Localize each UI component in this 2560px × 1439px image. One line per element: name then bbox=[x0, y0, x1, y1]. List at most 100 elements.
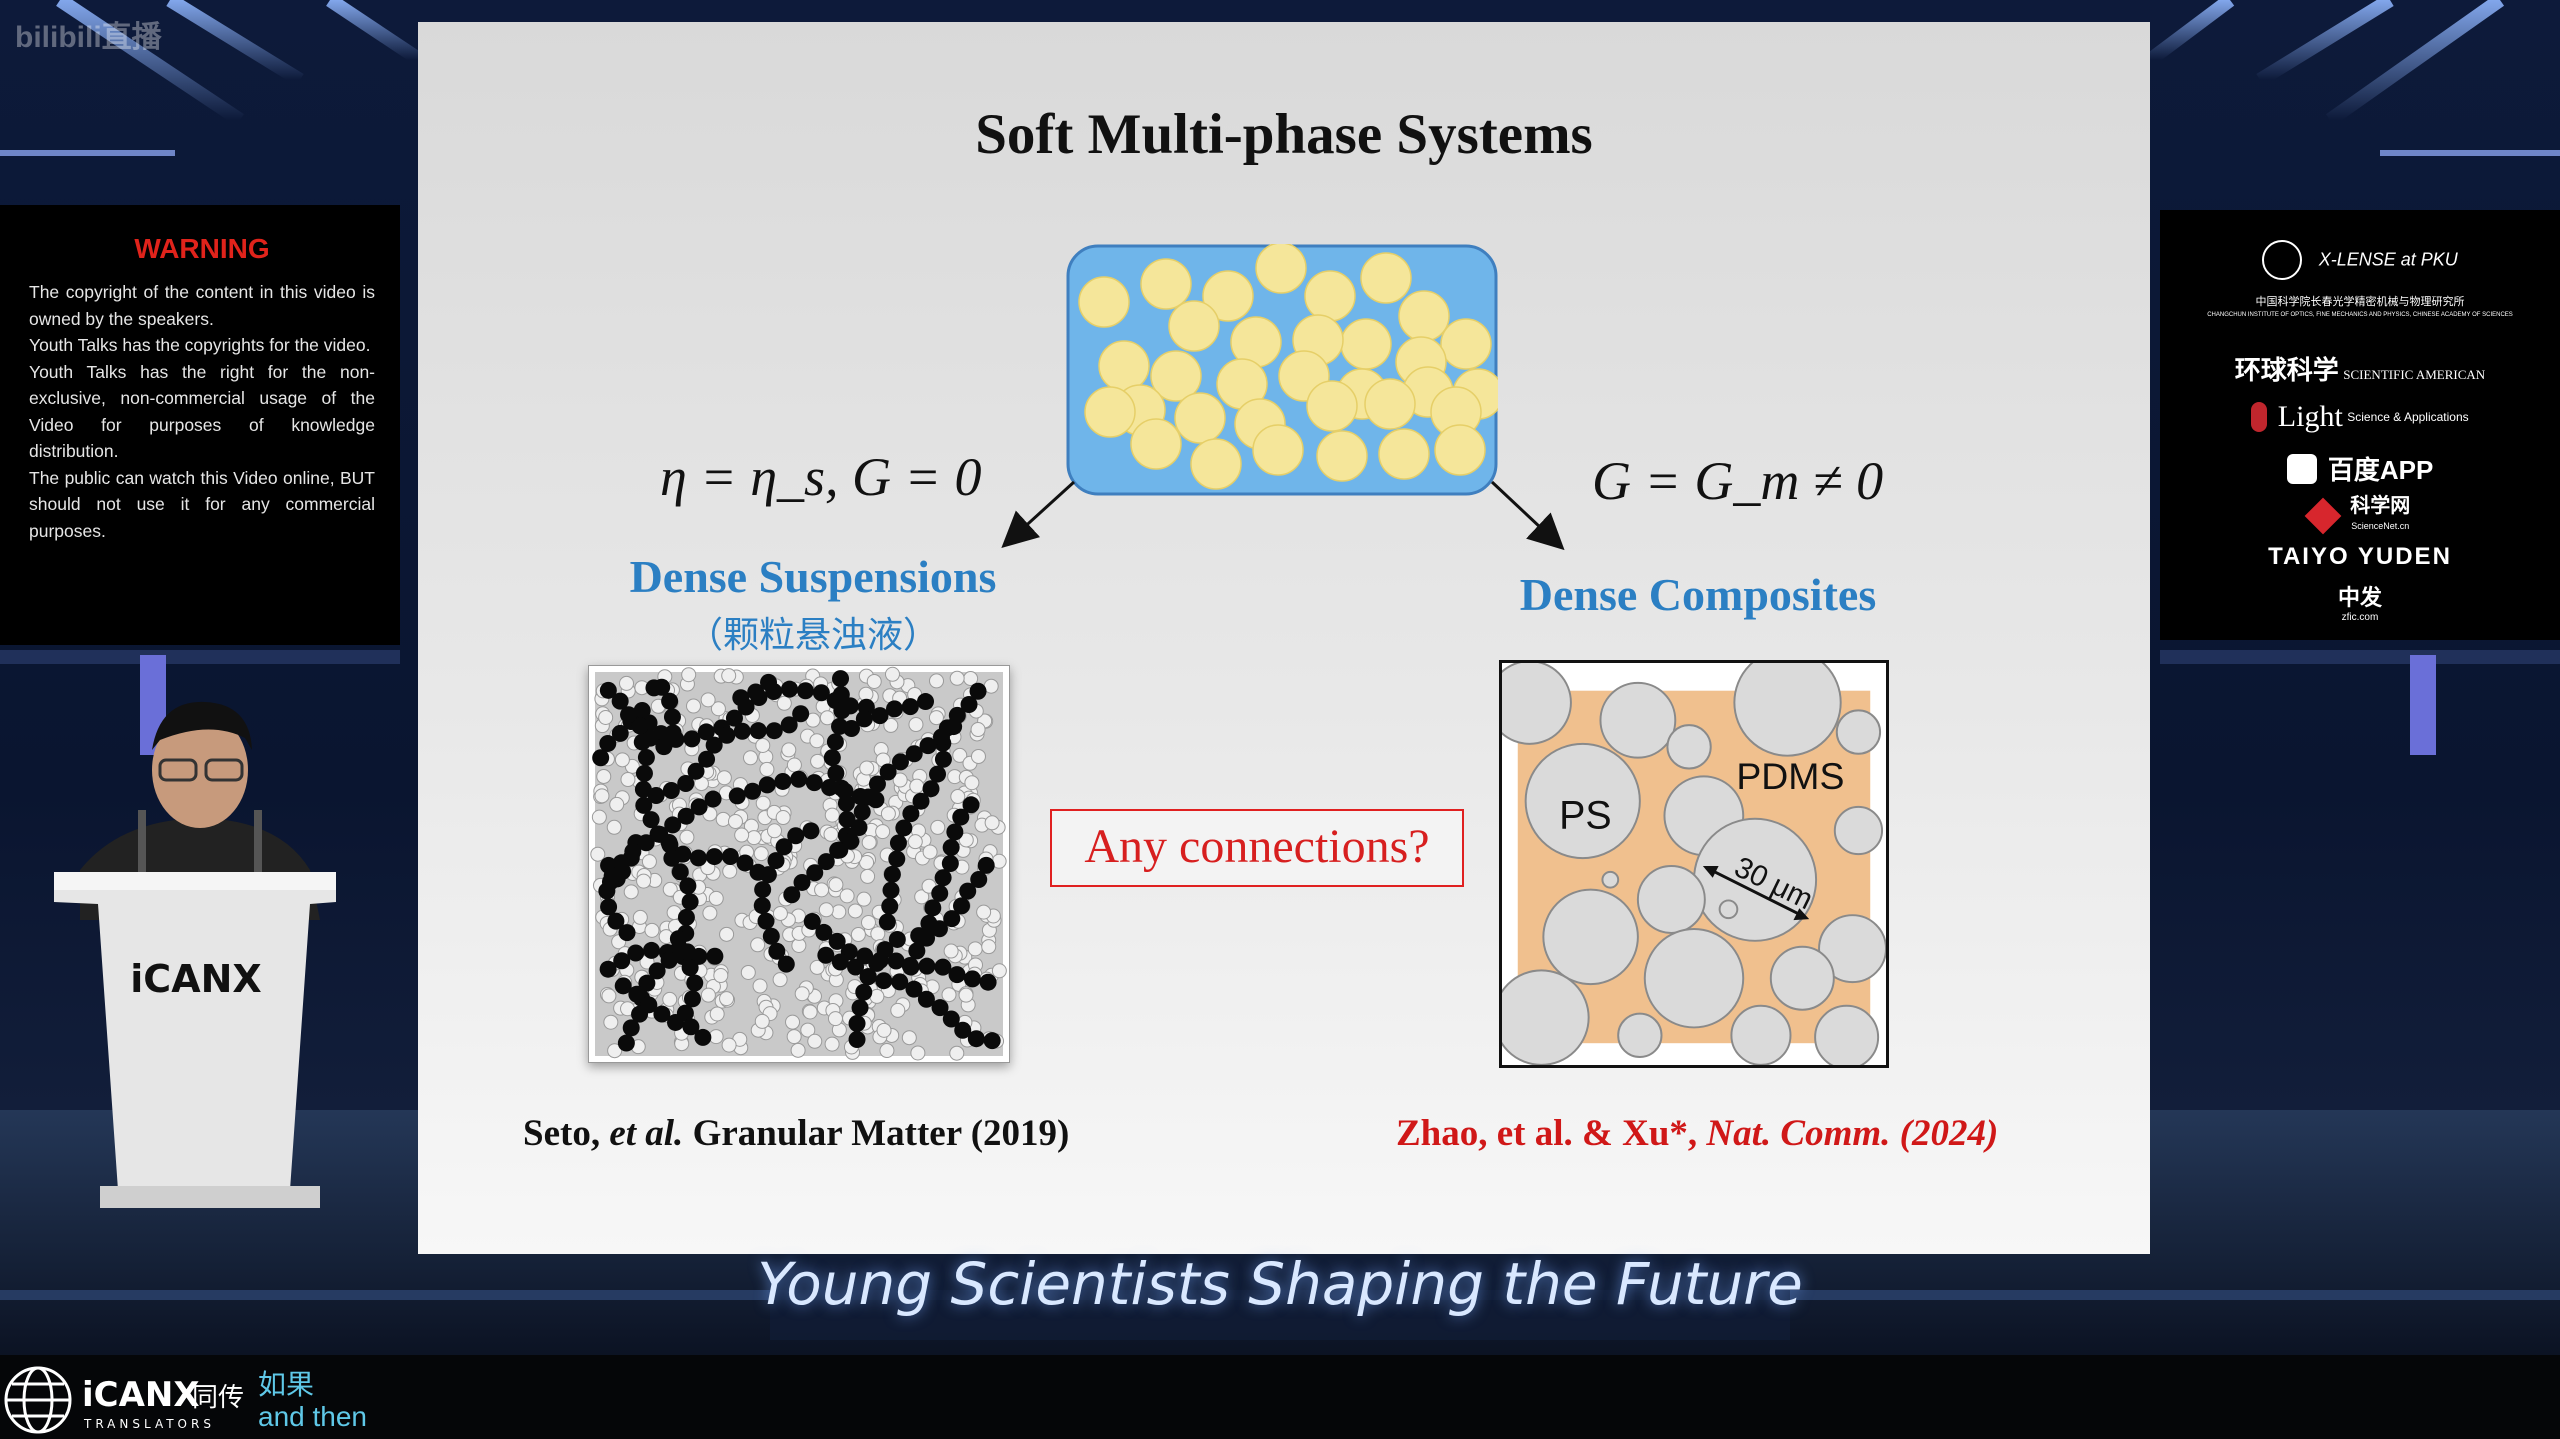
black-particle bbox=[637, 834, 655, 852]
black-particle bbox=[790, 770, 808, 788]
particle bbox=[1098, 340, 1150, 392]
black-particle bbox=[661, 692, 679, 710]
particle bbox=[1078, 276, 1130, 328]
black-particle bbox=[641, 729, 659, 747]
black-particle bbox=[607, 912, 625, 930]
particle bbox=[1398, 290, 1450, 342]
particle bbox=[1252, 424, 1304, 476]
black-particle bbox=[970, 871, 988, 889]
black-particle bbox=[617, 1034, 635, 1052]
grey-particle bbox=[772, 972, 788, 988]
warning-line: Youth Talks has the copyrights for the v… bbox=[29, 335, 371, 355]
black-particle bbox=[618, 924, 636, 942]
grey-particle bbox=[772, 905, 788, 921]
black-particle bbox=[942, 839, 960, 857]
baidu-paw-icon bbox=[2286, 453, 2317, 484]
black-particle bbox=[929, 765, 947, 783]
black-particle bbox=[628, 985, 646, 1003]
black-particle bbox=[635, 796, 653, 814]
black-particle bbox=[624, 843, 642, 861]
black-particle bbox=[787, 827, 805, 845]
grey-particle bbox=[860, 915, 876, 931]
black-particle bbox=[977, 856, 995, 874]
black-particle bbox=[631, 717, 649, 735]
black-particle bbox=[895, 819, 913, 837]
citation-left-author: Seto, bbox=[523, 1113, 610, 1154]
grey-particle bbox=[970, 722, 986, 738]
grey-particle bbox=[755, 737, 771, 753]
particle bbox=[1304, 270, 1356, 322]
grey-particle bbox=[847, 903, 863, 919]
bottom-tagline: 如果 and then bbox=[258, 1369, 367, 1433]
black-particle bbox=[651, 825, 669, 843]
grey-particle bbox=[716, 770, 732, 786]
grey-particle bbox=[831, 904, 847, 920]
particle bbox=[1202, 270, 1254, 322]
banner-slogan: Young Scientists Shaping the Future bbox=[757, 1250, 1803, 1318]
particle-suspension-illustration bbox=[1066, 244, 1498, 496]
black-particle bbox=[859, 968, 877, 986]
black-particle bbox=[732, 689, 750, 707]
icanx-translators-logo: iCANX 同传 TRANSLATORS bbox=[4, 1366, 244, 1434]
grey-particle bbox=[752, 978, 768, 994]
grey-particle bbox=[721, 1037, 737, 1053]
black-particle bbox=[792, 705, 810, 723]
citation-left-rest: Granular Matter (2019) bbox=[683, 1113, 1070, 1154]
suspension-simulation-image bbox=[588, 665, 1010, 1063]
black-particle bbox=[613, 952, 631, 970]
grey-particle bbox=[807, 1033, 823, 1049]
black-particle bbox=[783, 886, 801, 904]
black-particle bbox=[850, 819, 868, 837]
baidu-app-logo: 百度APP bbox=[2160, 450, 2560, 487]
black-particle bbox=[749, 722, 767, 740]
black-particle bbox=[941, 854, 959, 872]
grey-particle bbox=[759, 761, 775, 777]
black-particle bbox=[677, 775, 695, 793]
grey-particle bbox=[950, 789, 966, 805]
black-particle bbox=[969, 682, 987, 700]
grey-particle bbox=[859, 760, 875, 776]
particle bbox=[1168, 300, 1220, 352]
black-particle bbox=[912, 792, 930, 810]
black-particle bbox=[592, 749, 610, 767]
particle bbox=[1434, 424, 1486, 476]
black-particle bbox=[683, 990, 701, 1008]
sciencenet-logo: 科学网 ScienceNet.cn bbox=[2160, 496, 2560, 536]
black-particle bbox=[833, 702, 851, 720]
black-particle bbox=[638, 974, 656, 992]
grey-particle bbox=[856, 891, 872, 907]
grey-particle bbox=[794, 986, 810, 1002]
grey-particle bbox=[609, 796, 625, 812]
grey-particle bbox=[606, 819, 622, 835]
warning-line: The copyright of the content in this vid… bbox=[29, 282, 375, 329]
black-particle bbox=[842, 832, 860, 850]
grey-particle bbox=[824, 1036, 840, 1052]
grey-particle bbox=[641, 854, 657, 870]
grey-particle bbox=[619, 675, 635, 691]
grey-particle bbox=[710, 701, 726, 717]
grey-particle bbox=[802, 1004, 818, 1020]
black-particle bbox=[917, 990, 935, 1008]
particle bbox=[1306, 380, 1358, 432]
black-particle bbox=[826, 733, 844, 751]
grey-particle bbox=[721, 668, 737, 684]
black-particle bbox=[838, 810, 856, 828]
grey-particle bbox=[967, 941, 983, 957]
tagline-en: and then bbox=[258, 1401, 367, 1432]
black-particle bbox=[805, 774, 823, 792]
black-particle bbox=[796, 682, 814, 700]
grey-particle bbox=[883, 717, 899, 733]
black-particle bbox=[753, 897, 771, 915]
grey-particle bbox=[700, 987, 716, 1003]
particle bbox=[1316, 430, 1368, 482]
grey-particle bbox=[818, 902, 834, 918]
dense-suspensions-label: Dense Suspensions bbox=[629, 551, 997, 602]
black-particle bbox=[963, 970, 981, 988]
black-particle bbox=[681, 959, 699, 977]
black-particle bbox=[952, 808, 970, 826]
grey-particle bbox=[603, 1014, 619, 1030]
black-particle bbox=[728, 787, 746, 805]
black-particle bbox=[888, 850, 906, 868]
black-particle bbox=[829, 841, 847, 859]
grey-particle bbox=[958, 832, 974, 848]
